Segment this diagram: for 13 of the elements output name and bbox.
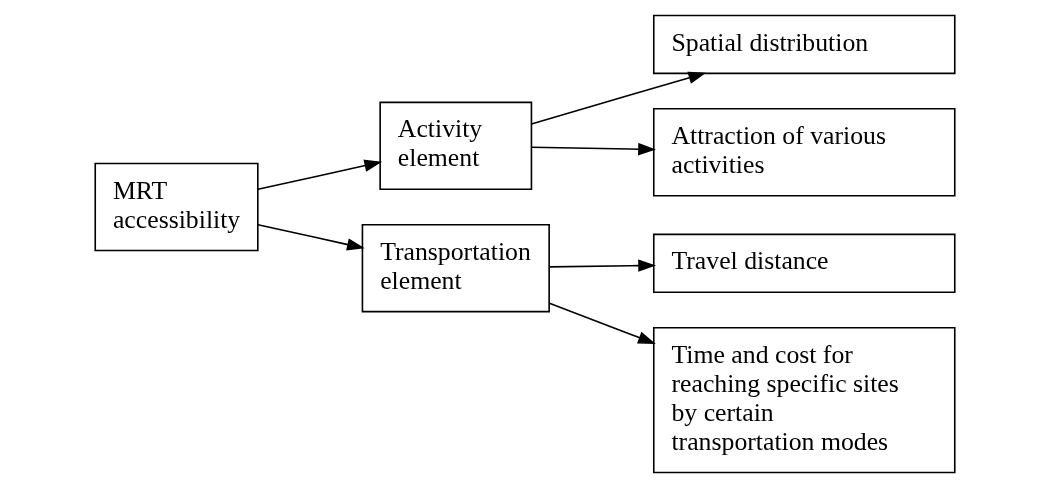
node-box: Spatial distribution bbox=[652, 14, 956, 74]
node-box: Attraction of various activities bbox=[652, 107, 956, 196]
node-box: Travel distance bbox=[652, 233, 956, 293]
node-box: Transportation element bbox=[361, 223, 550, 312]
node-box: Time and cost for reaching specific sites by certain transportation modes bbox=[652, 326, 956, 473]
arrow bbox=[530, 71, 707, 125]
node-box: Activity element bbox=[379, 101, 533, 190]
arrow bbox=[548, 258, 656, 272]
node-box: MRT accessibility bbox=[94, 162, 259, 251]
arrow bbox=[548, 302, 656, 344]
arrow bbox=[257, 159, 383, 190]
arrow bbox=[530, 142, 656, 155]
arrow bbox=[257, 223, 365, 251]
